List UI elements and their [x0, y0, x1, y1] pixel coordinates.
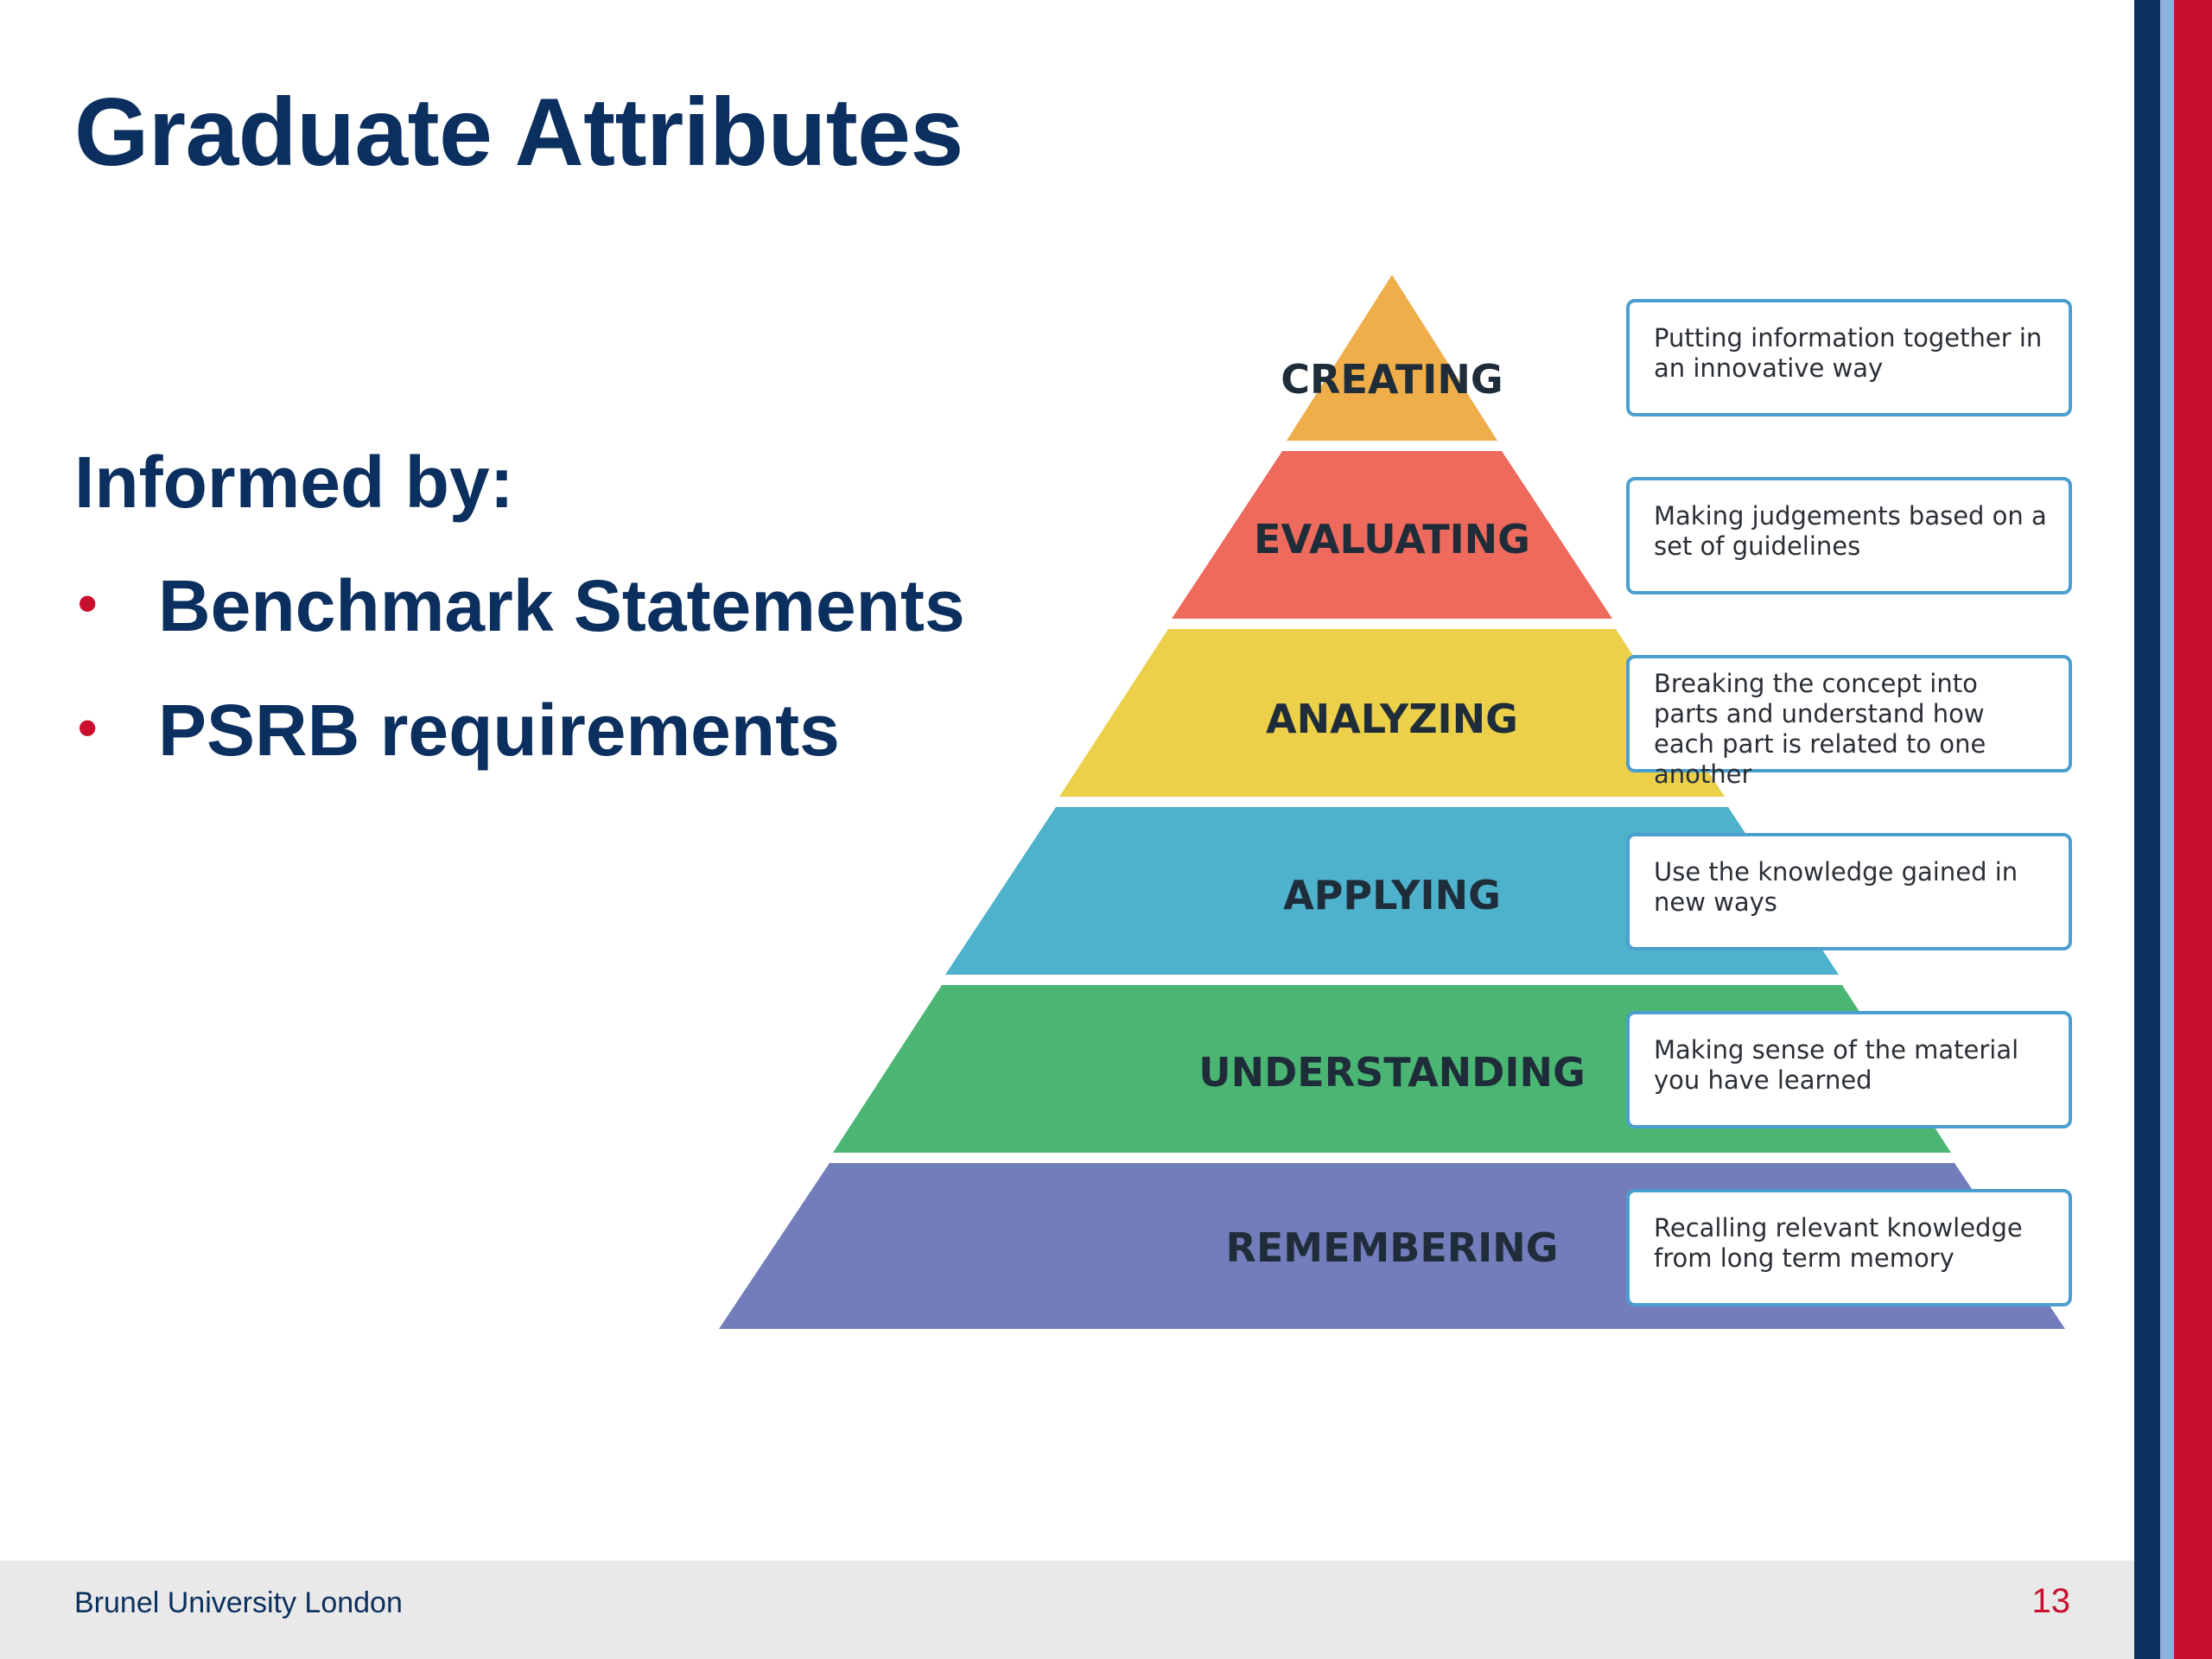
description-box-understanding: Making sense of the material you have le…: [1626, 1011, 2072, 1128]
description-box-analyzing: Breaking the concept into parts and unde…: [1626, 655, 2072, 789]
footer-bar: Brunel University London 13: [0, 1560, 2134, 1659]
bullet-text: Benchmark Statements: [158, 565, 965, 646]
pyramid-label-remembering: REMEMBERING: [1225, 1224, 1558, 1271]
description-text: Making sense of the material you have le…: [1654, 1035, 2019, 1095]
bullet-item: • Benchmark Statements: [74, 566, 965, 645]
bullet-dot-icon: •: [78, 696, 98, 760]
pyramid-level-applying: APPLYING: [945, 807, 1839, 975]
pyramid-tier-analyzing: [1059, 629, 1725, 797]
pyramid-label-evaluating: EVALUATING: [1254, 516, 1530, 563]
pyramid-label-applying: APPLYING: [1283, 872, 1501, 918]
pyramid-level-creating: CREATING: [1281, 275, 1503, 441]
description-box-remembering: Recalling relevant knowledge from long t…: [1626, 1189, 2072, 1306]
description-text: Making judgements based on a set of guid…: [1654, 501, 2047, 561]
pyramid-tier-creating: [1287, 275, 1497, 441]
brand-stripe-light-blue: [2160, 0, 2174, 1659]
bullet-text: PSRB requirements: [158, 690, 840, 772]
description-text: Recalling relevant knowledge from long t…: [1654, 1213, 2023, 1273]
bullet-dot-icon: •: [78, 572, 98, 634]
footer-organization: Brunel University London: [74, 1586, 403, 1619]
intro-heading: Informed by:: [74, 442, 514, 523]
description-box-evaluating: Making judgements based on a set of guid…: [1626, 477, 2072, 594]
pyramid-level-analyzing: ANALYZING: [1059, 629, 1725, 797]
brand-stripe-navy: [2134, 0, 2160, 1659]
pyramid-label-creating: CREATING: [1281, 356, 1503, 403]
description-text: Breaking the concept into parts and unde…: [1654, 669, 1986, 789]
description-box-applying: Use the knowledge gained in new ways: [1626, 833, 2072, 950]
bullet-list: • Benchmark Statements • PSRB requiremen…: [74, 566, 965, 816]
page-number: 13: [2031, 1582, 2071, 1620]
description-box-creating: Putting information together in an innov…: [1626, 299, 2072, 416]
pyramid-tier-applying: [945, 807, 1839, 975]
pyramid-tier-evaluating: [1172, 451, 1612, 619]
brand-stripe-red: [2174, 0, 2212, 1659]
pyramid-label-understanding: UNDERSTANDING: [1198, 1049, 1585, 1096]
description-text: Use the knowledge gained in new ways: [1654, 857, 2018, 917]
slide-title: Graduate Attributes: [74, 79, 963, 186]
description-text: Putting information together in an innov…: [1654, 323, 2043, 383]
pyramid-label-analyzing: ANALYZING: [1266, 696, 1518, 742]
pyramid-level-evaluating: EVALUATING: [1172, 451, 1612, 619]
bullet-item: • PSRB requirements: [74, 690, 965, 770]
